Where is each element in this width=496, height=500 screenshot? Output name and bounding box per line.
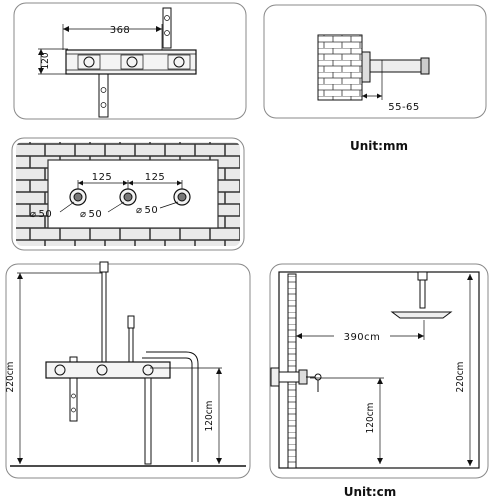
arm-length-label: 390cm: [344, 332, 381, 343]
panel-bracket: 368 120: [13, 2, 247, 120]
front-valve-3: [142, 364, 154, 376]
shower-head: [390, 311, 453, 319]
total-height-label: 220cm: [5, 362, 16, 393]
height-label: 120: [40, 52, 51, 69]
valve-socket-left: [77, 54, 101, 70]
diameter-label-1: ⌀50: [30, 209, 52, 220]
diameter-label-3: ⌀50: [136, 205, 158, 216]
panel-wall-depth: 55-65: [263, 4, 487, 119]
valve-body: [361, 51, 371, 83]
panel-hole-spacing: 125 125 ⌀50 ⌀50 ⌀50: [11, 137, 245, 251]
bottom-mount-bar: [98, 71, 109, 118]
bracket-plate: [65, 49, 197, 75]
top-mount-bar: [162, 7, 172, 49]
spacing-label-right: 125: [145, 172, 166, 183]
valve-hole-1: [69, 188, 87, 206]
width-label: 368: [110, 25, 131, 36]
valve-plate: [45, 361, 171, 379]
diameter-label-2: ⌀50: [80, 209, 102, 220]
depth-label: 55-65: [388, 102, 420, 113]
unit-cm-label: Unit:cm: [344, 485, 397, 499]
spacing-label-left: 125: [92, 172, 113, 183]
ceiling-arm: [419, 279, 426, 309]
valve-socket-center: [120, 54, 144, 70]
brick-wall: [317, 34, 363, 101]
front-valve-1: [54, 364, 66, 376]
valve-socket-right: [167, 54, 191, 70]
shower-riser-pipe: [101, 271, 107, 365]
panel-side-installation: 390cm 220cm 120cm: [269, 263, 489, 479]
valve-hole-2: [119, 188, 137, 206]
bracket-bar: [69, 356, 78, 422]
side-total-height-label: 220cm: [455, 362, 466, 393]
valve-cap: [420, 57, 430, 75]
side-valve-height-label: 120cm: [365, 403, 376, 434]
valve-stem: [369, 59, 423, 73]
secondary-pipe: [128, 327, 134, 365]
lower-pipe: [144, 377, 152, 465]
front-valve-2: [96, 364, 108, 376]
valve-hole-3: [173, 188, 191, 206]
panel-front-installation: 220cm 120cm: [5, 261, 251, 479]
side-valve-body: [270, 367, 280, 387]
unit-mm-label: Unit:mm: [350, 139, 408, 153]
valve-height-label: 120cm: [204, 401, 215, 432]
side-wall: [287, 273, 297, 469]
